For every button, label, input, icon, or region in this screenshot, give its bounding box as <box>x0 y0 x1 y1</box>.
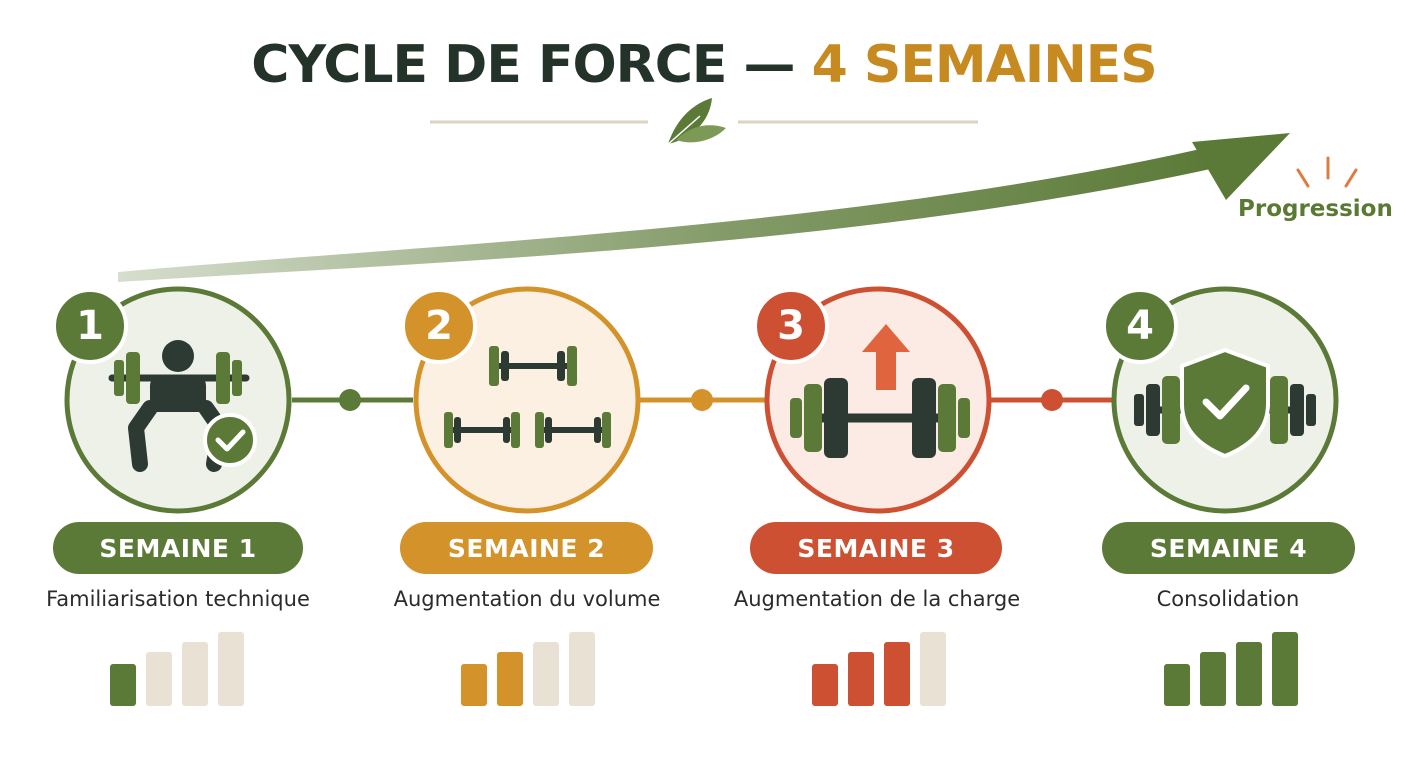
week-2-intensity-bar-1 <box>461 664 487 706</box>
week-2-number: 2 <box>425 303 453 349</box>
week-1-description: Familiarisation technique <box>46 587 310 611</box>
week-1-number-badge <box>52 288 128 364</box>
week-4-intensity-bar-3 <box>1236 642 1262 706</box>
week-3-number: 3 <box>777 303 805 349</box>
week-3-intensity-bar-3 <box>884 642 910 706</box>
week-4-intensity-bar-4 <box>1272 632 1298 706</box>
page-title: CYCLE DE FORCE — 4 SEMAINES <box>0 30 1408 100</box>
week-3-number-badge <box>753 288 829 364</box>
week-3-intensity-bar-2 <box>848 652 874 706</box>
dumbbell-up-arrow-icon <box>790 324 970 458</box>
progression-arrow <box>118 133 1290 282</box>
week-1-intensity-bar-2 <box>146 652 172 706</box>
week-1-number: 1 <box>76 303 104 349</box>
week-1-intensity-bar-1 <box>110 664 136 706</box>
title-separator: — <box>743 35 796 95</box>
week-2-intensity-bar-3 <box>533 642 559 706</box>
week-1-intensity-bar-3 <box>182 642 208 706</box>
week-1-intensity-bar-4 <box>218 632 244 706</box>
week-2-label-pill: SEMAINE 2 <box>400 522 653 574</box>
week-4-number-badge <box>1102 288 1178 364</box>
week-4-number: 4 <box>1126 303 1154 349</box>
dumbbell-shield-check-icon <box>1134 347 1316 459</box>
week-3-label-pill: SEMAINE 3 <box>750 522 1002 574</box>
week-2-number-badge <box>401 288 477 364</box>
week-3-intensity-bar-4 <box>920 632 946 706</box>
progression-label: Progression <box>1238 196 1393 222</box>
week-1-label-pill: SEMAINE 1 <box>53 522 303 574</box>
week-4-description: Consolidation <box>1156 587 1300 611</box>
week-2-description: Augmentation du volume <box>393 587 661 611</box>
leaf-icon <box>665 98 726 147</box>
multiple-dumbbells-icon <box>444 346 611 448</box>
squat-barbell-check-icon <box>108 340 257 472</box>
title-accent: 4 SEMAINES <box>811 35 1158 95</box>
week-2-intensity-bar-4 <box>569 632 595 706</box>
spark-icon <box>1296 156 1358 188</box>
timeline-connector <box>292 389 1115 411</box>
week-4-intensity-bar-1 <box>1164 664 1190 706</box>
week-2-intensity-bar-2 <box>497 652 523 706</box>
week-3-description: Augmentation de la charge <box>733 587 1021 611</box>
week-3-intensity-bar-1 <box>812 664 838 706</box>
week-4-intensity-bar-2 <box>1200 652 1226 706</box>
title-main: CYCLE DE FORCE <box>251 35 727 95</box>
intensity-bars <box>110 632 1298 706</box>
week-4-label-pill: SEMAINE 4 <box>1102 522 1355 574</box>
